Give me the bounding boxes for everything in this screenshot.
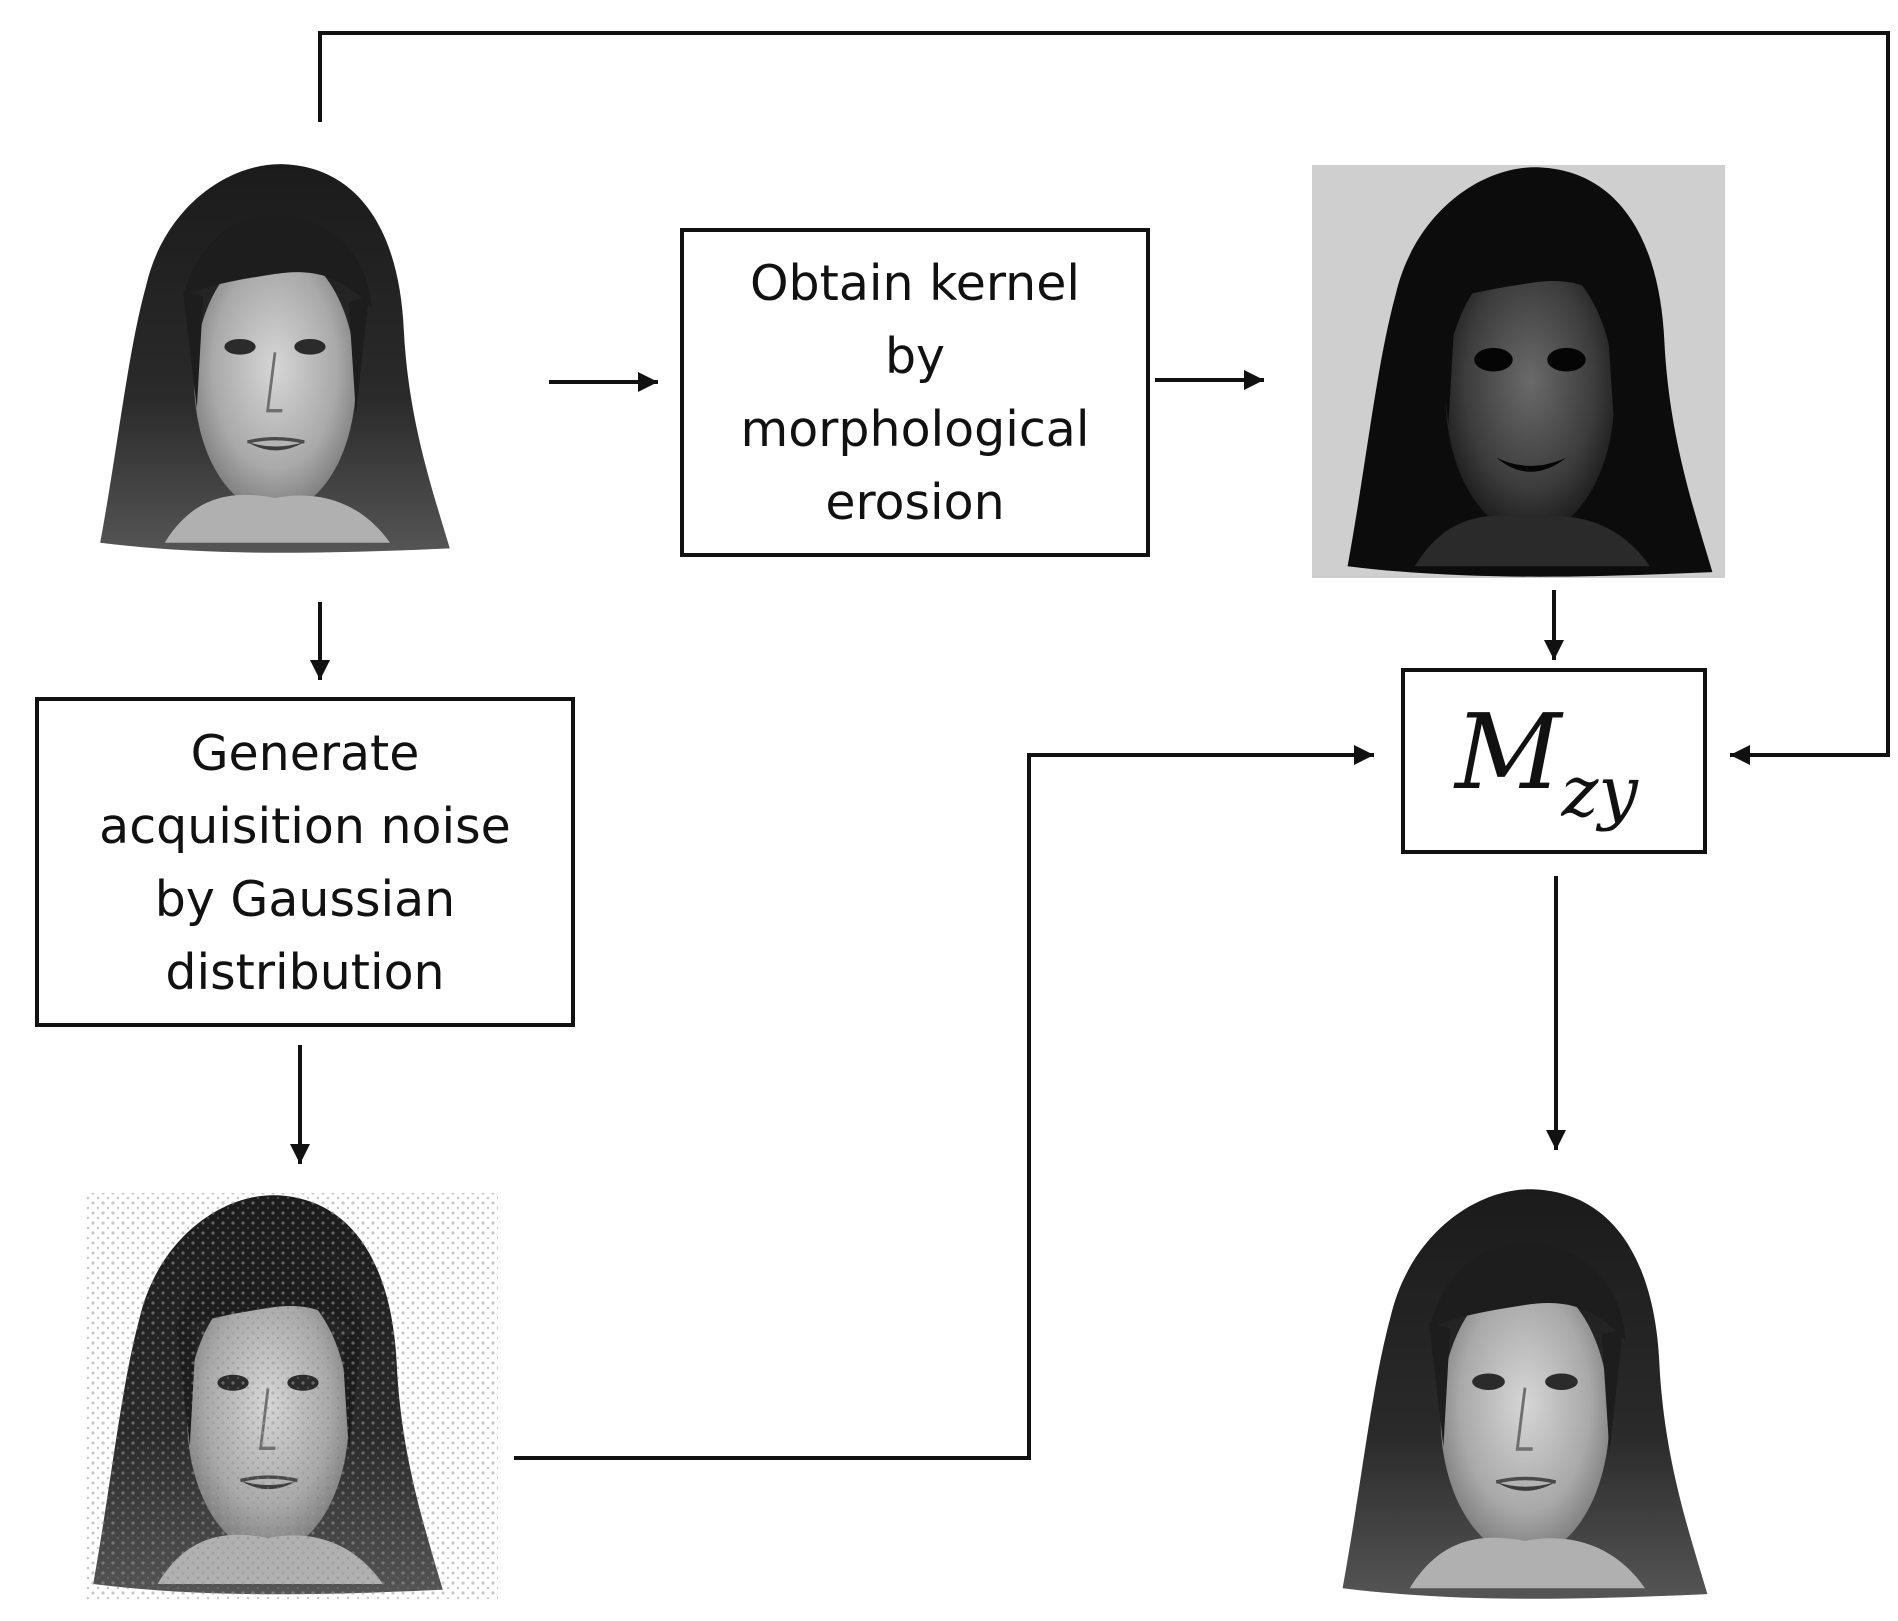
noise-box-line-1: Generate bbox=[191, 725, 420, 782]
noise-box-line-2: acquisition noise bbox=[99, 798, 511, 855]
original-face-image bbox=[98, 162, 452, 555]
kernel-box-line-3: morphological bbox=[741, 401, 1090, 458]
connectors bbox=[290, 31, 1890, 1460]
arrow-noisy-to-model bbox=[514, 745, 1374, 1460]
output-face-image bbox=[1340, 1187, 1710, 1601]
kernel-box-line-4: erosion bbox=[825, 474, 1004, 531]
model-symbol: Mzy bbox=[1453, 691, 1639, 833]
model-box: Mzy bbox=[1401, 668, 1707, 854]
kernel-box: Obtain kernel by morphological erosion bbox=[680, 228, 1150, 557]
kernel-box-line-2: by bbox=[885, 328, 945, 385]
noisy-face-image bbox=[85, 1193, 498, 1600]
arrow-original-to-model bbox=[318, 31, 1890, 765]
noise-box-line-4: distribution bbox=[165, 944, 444, 1001]
kernel-box-line-1: Obtain kernel bbox=[750, 255, 1080, 312]
noise-box: Generate acquisition noise by Gaussian d… bbox=[35, 697, 575, 1027]
eroded-face-image bbox=[1312, 165, 1725, 578]
noise-box-line-3: by Gaussian bbox=[155, 871, 455, 928]
